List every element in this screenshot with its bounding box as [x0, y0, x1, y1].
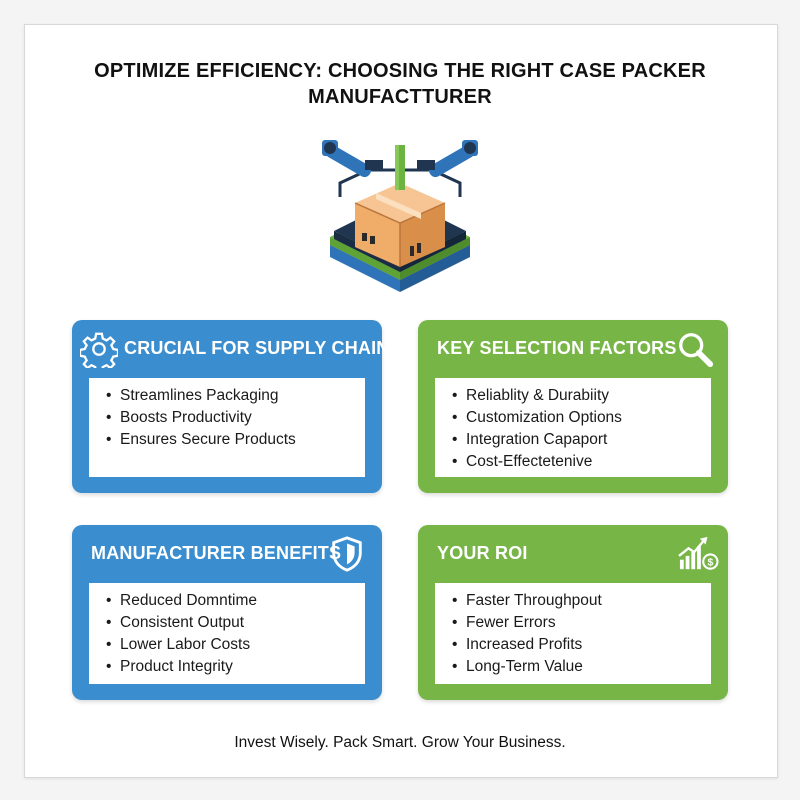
list-item: Integration Capaport [452, 429, 711, 451]
card-title: MANUFACTURER BENEFITS [91, 542, 342, 563]
list-item: Cost-Effectetenive [452, 451, 711, 473]
list-item: Reduced Domntime [106, 590, 365, 612]
card-manufacturer-benefits: MANUFACTURER BENEFITS Reduced Domntime C… [72, 525, 382, 700]
svg-text:$: $ [707, 557, 713, 568]
list-item: Faster Throughpout [452, 590, 711, 612]
card-crucial-for-supply-chain: CRUCIAL FOR SUPPLY CHAIN Streamlines Pac… [72, 320, 389, 493]
list-item: Fewer Errors [452, 612, 711, 634]
list-item: Lower Labor Costs [106, 634, 365, 656]
list-item: Reliablity & Durabiity [452, 385, 711, 407]
title-line-2: MANUFACTTURER [308, 86, 492, 108]
list-item: Long-Term Value [452, 656, 711, 678]
list-item: Ensures Secure Products [106, 429, 365, 451]
card-key-selection-factors: KEY SELECTION FACTORS Reliablity & Durab… [418, 320, 728, 493]
page-title: OPTIMIZE EFFICIENCY: CHOOSING THE RIGHT … [40, 58, 760, 110]
card-body: Faster Throughpout Fewer Errors Increase… [435, 583, 711, 684]
list-item: Increased Profits [452, 634, 711, 656]
card-header: KEY SELECTION FACTORS [418, 320, 728, 376]
card-header: CRUCIAL FOR SUPPLY CHAIN [72, 320, 389, 376]
list-item: Boosts Productivity [106, 407, 365, 429]
title-line-1: OPTIMIZE EFFICIENCY: CHOOSING THE RIGHT … [94, 60, 706, 82]
card-title: YOUR ROI [437, 542, 528, 563]
card-title: KEY SELECTION FACTORS [437, 337, 677, 358]
bullet-list: Streamlines Packaging Boosts Productivit… [89, 378, 365, 451]
list-item: Product Integrity [106, 656, 365, 678]
list-item: Customization Options [452, 407, 711, 429]
card-body: Streamlines Packaging Boosts Productivit… [89, 378, 365, 477]
card-header: MANUFACTURER BENEFITS [72, 525, 382, 581]
card-body: Reliablity & Durabiity Customization Opt… [435, 378, 711, 477]
gear-icon [80, 332, 118, 368]
tagline: Invest Wisely. Pack Smart. Grow Your Bus… [234, 734, 566, 751]
list-item: Consistent Output [106, 612, 365, 634]
card-your-roi: YOUR ROI $ Faster Throughpout Fewer Erro… [418, 525, 728, 700]
card-body: Reduced Domntime Consistent Output Lower… [89, 583, 365, 684]
growth-chart-dollar-icon: $ [678, 536, 719, 570]
list-item: Streamlines Packaging [106, 385, 365, 407]
card-title: CRUCIAL FOR SUPPLY CHAIN [124, 337, 390, 358]
robotic-case-packer-icon [322, 140, 478, 292]
card-header: YOUR ROI $ [418, 525, 728, 581]
shield-icon [332, 536, 362, 572]
bullet-list: Faster Throughpout Fewer Errors Increase… [435, 583, 711, 678]
magnifier-icon [679, 333, 714, 368]
bullet-list: Reliablity & Durabiity Customization Opt… [435, 378, 711, 473]
bullet-list: Reduced Domntime Consistent Output Lower… [89, 583, 365, 678]
